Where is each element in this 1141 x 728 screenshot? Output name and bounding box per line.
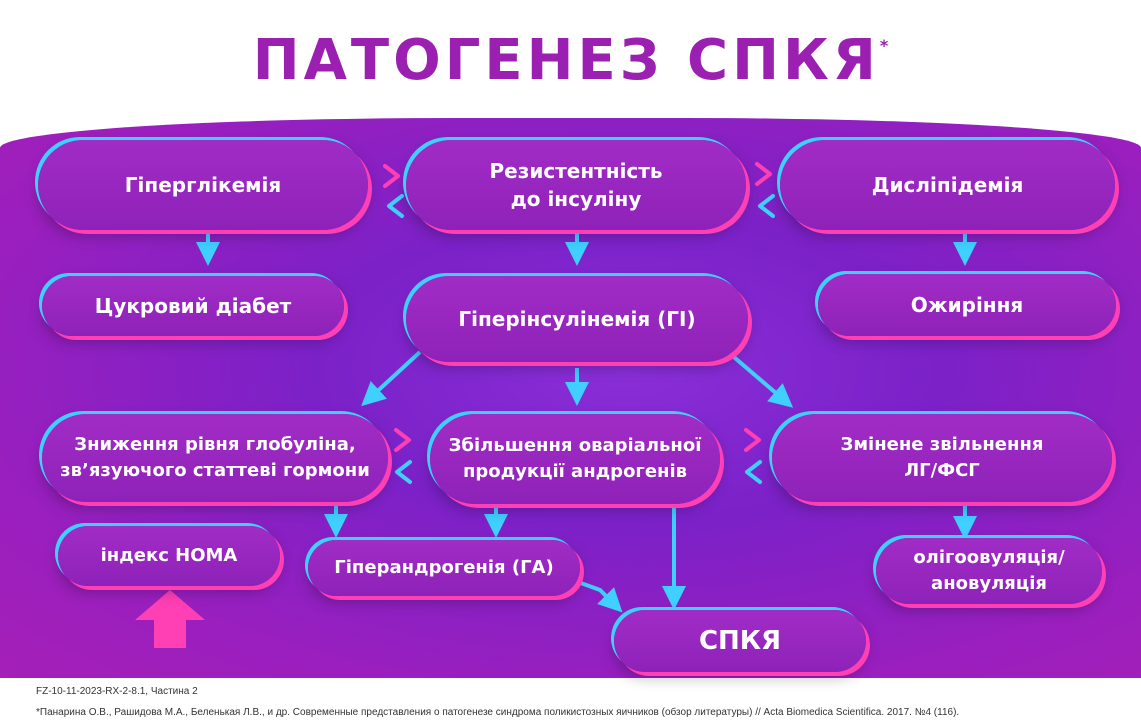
node-globulin: Зниження рівня глобуліна, зв’язуючого ст…	[42, 414, 388, 502]
node-lh-fsh: Змінене звільнення ЛГ/ФСГ	[772, 414, 1112, 502]
node-homa: індекс HOMA	[58, 526, 280, 586]
node-diabetes: Цукровий діабет	[42, 276, 344, 336]
node-hyperinsulinemia: Гіперінсулінемія (ГІ)	[406, 276, 748, 362]
node-pcos: СПКЯ	[614, 610, 866, 672]
node-dyslipidemia: Дисліпідемія	[780, 140, 1115, 230]
node-insulin-resistance: Резистентність до інсуліну	[406, 140, 746, 230]
node-oligo: олігоовуляція/ ановуляція	[876, 538, 1102, 604]
node-androgens: Збільшення оваріальної продукції андроге…	[430, 414, 720, 504]
page-title: ПАТОГЕНЕЗ СПКЯ*	[252, 28, 889, 93]
node-hyperandrogenism: Гіперандрогенія (ГА)	[308, 540, 580, 596]
footer-reference: *Панарина О.В., Рашидова М.А., Беленькая…	[36, 707, 960, 718]
node-hyperglycemia: Гіперглікемія	[38, 140, 368, 230]
node-obesity: Ожиріння	[818, 274, 1116, 336]
footer-code: FZ-10-11-2023-RX-2-8.1, Частина 2	[36, 686, 198, 697]
